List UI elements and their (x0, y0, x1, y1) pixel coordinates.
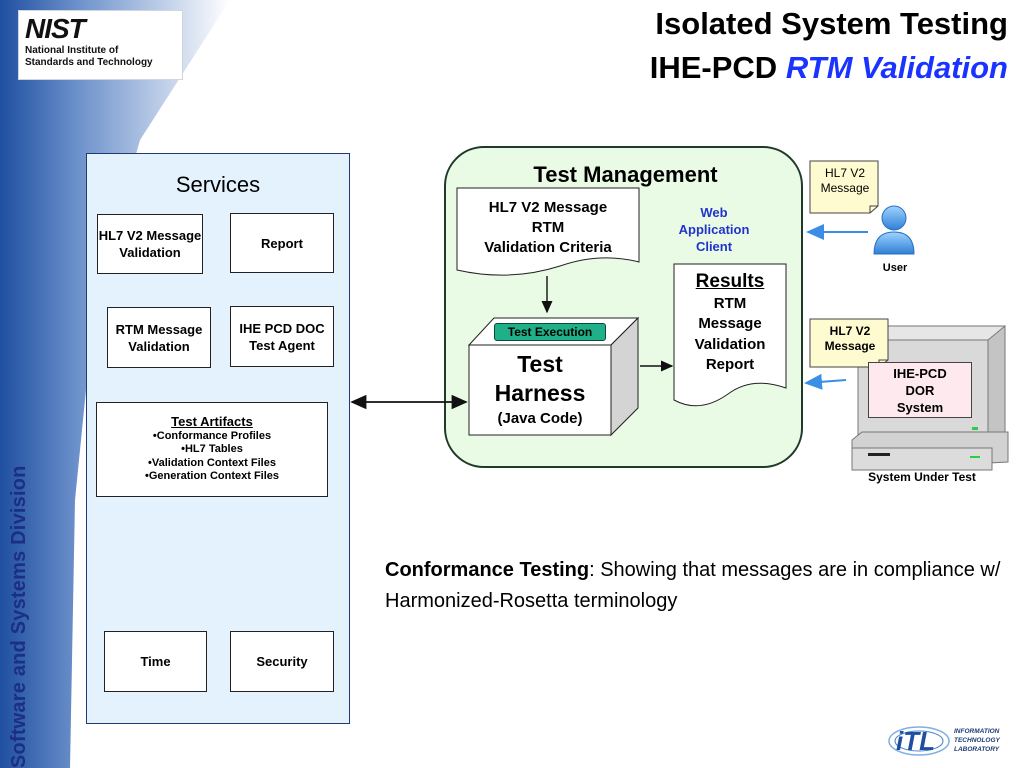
harness-title-line: Harness (494, 380, 586, 406)
user-icon (873, 205, 915, 255)
nist-logo: NIST National Institute of Standards and… (18, 10, 183, 80)
itl-logo-mark (888, 726, 950, 756)
nist-subtitle: National Institute of Standards and Tech… (25, 45, 153, 69)
artifact-item: •Conformance Profiles (152, 429, 272, 442)
conformance-description: Conformance Testing: Showing that messag… (385, 555, 1010, 617)
page-subtitle: IHE-PCD RTM Validation (650, 50, 1008, 86)
user-label: User (882, 262, 908, 274)
time-service: Time (104, 631, 207, 692)
security-service: Security (230, 631, 334, 692)
system-to-results-arrow (804, 373, 847, 390)
conformance-text: : Showing that messages are in complianc… (385, 559, 1001, 612)
test-harness: Test Harness (Java Code) (470, 350, 610, 430)
artifact-item: •Validation Context Files (148, 456, 276, 469)
itl-text-line: INFORMATION (954, 728, 1000, 735)
nist-subtitle-line2: Standards and Technology (25, 57, 153, 68)
results-line: RTM (713, 294, 747, 312)
dor-line: IHE-PCD (893, 366, 947, 381)
report-service: Report (230, 213, 334, 273)
page-title: Isolated System Testing (655, 6, 1008, 41)
doc-test-agent-service: IHE PCD DOC Test Agent (230, 306, 334, 367)
results-line: Validation (694, 335, 766, 353)
subtitle-accent: RTM Validation (785, 50, 1008, 85)
results-document-shape (673, 263, 787, 407)
side-band (0, 0, 230, 768)
criteria-line: Validation Criteria (484, 239, 612, 256)
conformance-bold: Conformance Testing (385, 559, 590, 581)
note-line: HL7 V2 (824, 166, 866, 180)
web-client-line: Web (700, 205, 728, 220)
artifact-item: •HL7 Tables (181, 443, 243, 455)
nist-subtitle-line1: National Institute of (25, 45, 119, 56)
artifact-item: •Generation Context Files (144, 470, 280, 482)
note-line: HL7 V2 (829, 324, 871, 338)
hl7-validation-service: HL7 V2 Message Validation (97, 214, 203, 274)
harness-subtitle: (Java Code) (497, 410, 583, 427)
subtitle-prefix: IHE-PCD (649, 50, 778, 85)
nist-wordmark: NIST (25, 13, 86, 44)
itl-text-line: LABORATORY (954, 746, 1000, 753)
dor-line: System (896, 400, 944, 415)
hl7-message-note-top: HL7 V2 Message (814, 166, 876, 196)
criteria-line: HL7 V2 Message (488, 199, 608, 216)
results-title: Results (695, 271, 765, 292)
system-under-test-label: System Under Test (868, 470, 976, 484)
note-line: Message (820, 181, 870, 195)
test-artifacts-box: Test Artifacts •Conformance Profiles •HL… (96, 402, 328, 497)
harness-box-front (468, 344, 612, 436)
itl-logo: iTL INFORMATION TECHNOLOGY LABORATORY (886, 722, 1014, 760)
hl7-message-note-bottom: HL7 V2 Message (814, 324, 886, 354)
test-management-title: Test Management (533, 162, 718, 187)
web-client-line: Application (678, 222, 750, 237)
web-client-line: Client (695, 239, 733, 254)
validation-criteria-document: HL7 V2 Message RTM Validation Criteria (458, 198, 638, 258)
criteria-document-shape (456, 187, 640, 276)
test-execution-label: Test Execution (494, 323, 606, 341)
results-document: Results RTM Message Validation Report (674, 271, 786, 376)
test-artifacts-title: Test Artifacts (171, 414, 253, 429)
itl-text-line: TECHNOLOGY (954, 737, 1000, 744)
web-application-client-label: Web Application Client (666, 204, 762, 255)
results-line: Message (698, 315, 762, 332)
results-line: Report (705, 356, 755, 373)
note-line: Message (824, 339, 876, 353)
services-title: Services (175, 172, 261, 197)
message-note-shape (809, 160, 879, 214)
itl-text: INFORMATION TECHNOLOGY LABORATORY (954, 727, 1000, 754)
criteria-line: RTM (531, 219, 565, 236)
rtm-validation-service: RTM Message Validation (107, 307, 211, 368)
dor-system-screen: IHE-PCD DOR System (868, 362, 972, 418)
dor-line: DOR (905, 383, 935, 398)
itl-wordmark: iTL (896, 726, 935, 756)
harness-title-line: Test (517, 351, 563, 377)
